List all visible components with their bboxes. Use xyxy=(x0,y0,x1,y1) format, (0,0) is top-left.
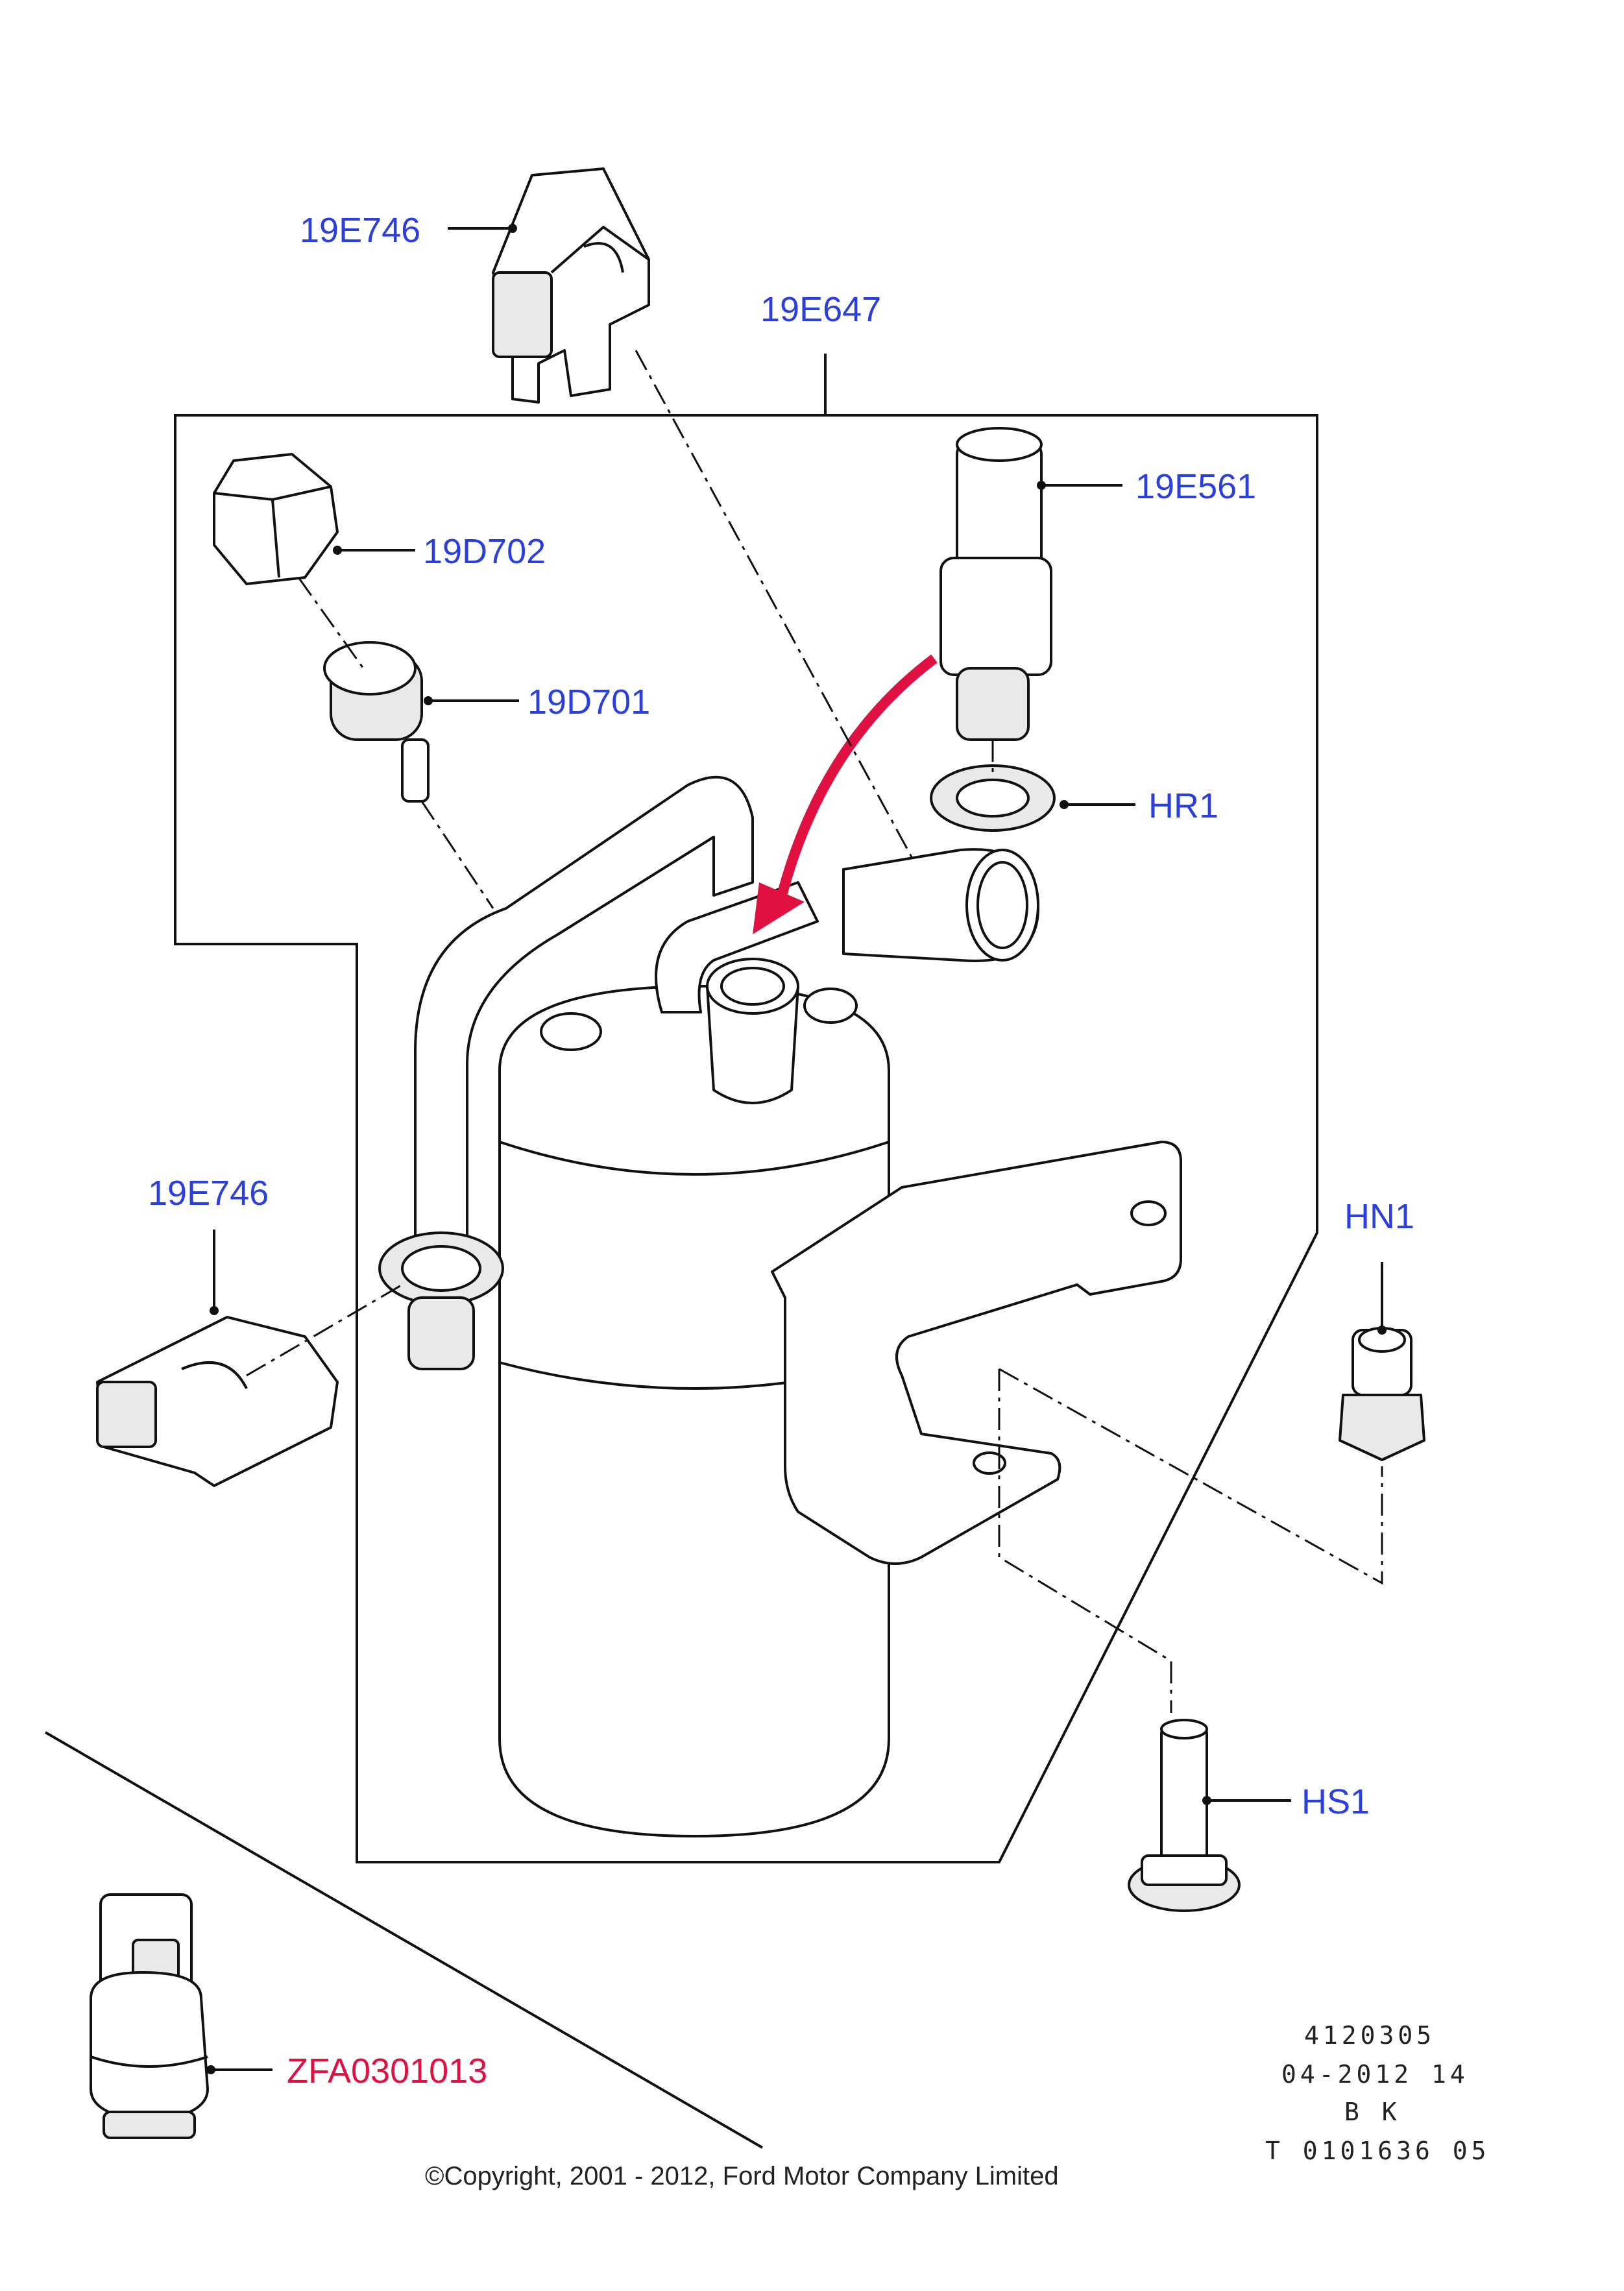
install-arrowhead xyxy=(753,882,805,934)
leader-dot-bolt xyxy=(1202,1796,1211,1805)
label-refrigerant[interactable]: ZFA0301013 xyxy=(287,2052,488,2091)
centerline-clip-top xyxy=(635,350,916,864)
valve-cap xyxy=(213,453,339,585)
divider-line xyxy=(44,1731,764,2149)
label-cap[interactable]: 19D702 xyxy=(423,532,546,571)
leader-dot-valve xyxy=(424,696,433,705)
receiver-drier xyxy=(498,985,890,1837)
centerline-clip-left xyxy=(246,1283,403,1377)
hex-nut xyxy=(1339,1327,1425,1461)
reference-line-3: B K xyxy=(1344,2098,1401,2126)
reference-line-4: T 0101636 05 xyxy=(1265,2137,1490,2165)
centerline-cap xyxy=(297,577,365,669)
clip-left xyxy=(96,1316,339,1487)
seal-ring xyxy=(930,764,1056,832)
label-switch[interactable]: 19E561 xyxy=(1135,467,1257,506)
reference-line-2: 04-2012 14 xyxy=(1281,2060,1469,2089)
bracket-hole xyxy=(1130,1200,1167,1226)
drier-pipe xyxy=(378,775,1039,1370)
leader-dot-nut xyxy=(1377,1326,1387,1335)
label-assembly[interactable]: 19E647 xyxy=(760,290,882,329)
label-clip-left[interactable]: 19E746 xyxy=(148,1174,269,1213)
leader-dot-clip-top xyxy=(508,224,517,233)
leader-dot-cap xyxy=(333,546,342,555)
centerline-nut xyxy=(999,1368,1383,1585)
leader-dot-switch xyxy=(1037,481,1046,490)
reference-line-1: 4120305 xyxy=(1304,2021,1436,2050)
refrigerant-canister xyxy=(90,1893,209,2139)
bolt xyxy=(1128,1719,1241,1912)
install-arrow xyxy=(773,654,938,910)
leader-dot-seal xyxy=(1060,800,1069,809)
pressure-switch xyxy=(939,427,1052,741)
leader-dot-refrigerant xyxy=(206,2065,215,2074)
label-clip-top[interactable]: 19E746 xyxy=(300,211,421,250)
mounting-bracket xyxy=(771,1141,1182,1565)
label-seal-ring[interactable]: HR1 xyxy=(1148,786,1219,825)
centerline-valve xyxy=(420,801,494,909)
bracket-hole-lower xyxy=(973,1451,1006,1475)
schrader-valve xyxy=(323,641,430,803)
label-nut[interactable]: HN1 xyxy=(1344,1197,1415,1236)
copyright-notice: ©Copyright, 2001 - 2012, Ford Motor Comp… xyxy=(425,2162,1059,2190)
assembly-frame xyxy=(174,414,1318,1863)
label-screw[interactable]: HS1 xyxy=(1302,1782,1370,1821)
leader-dot-clip-left xyxy=(210,1306,219,1315)
label-valve[interactable]: 19D701 xyxy=(527,683,651,721)
centerline-bolt xyxy=(998,1369,1172,1713)
clip-top xyxy=(492,167,650,404)
